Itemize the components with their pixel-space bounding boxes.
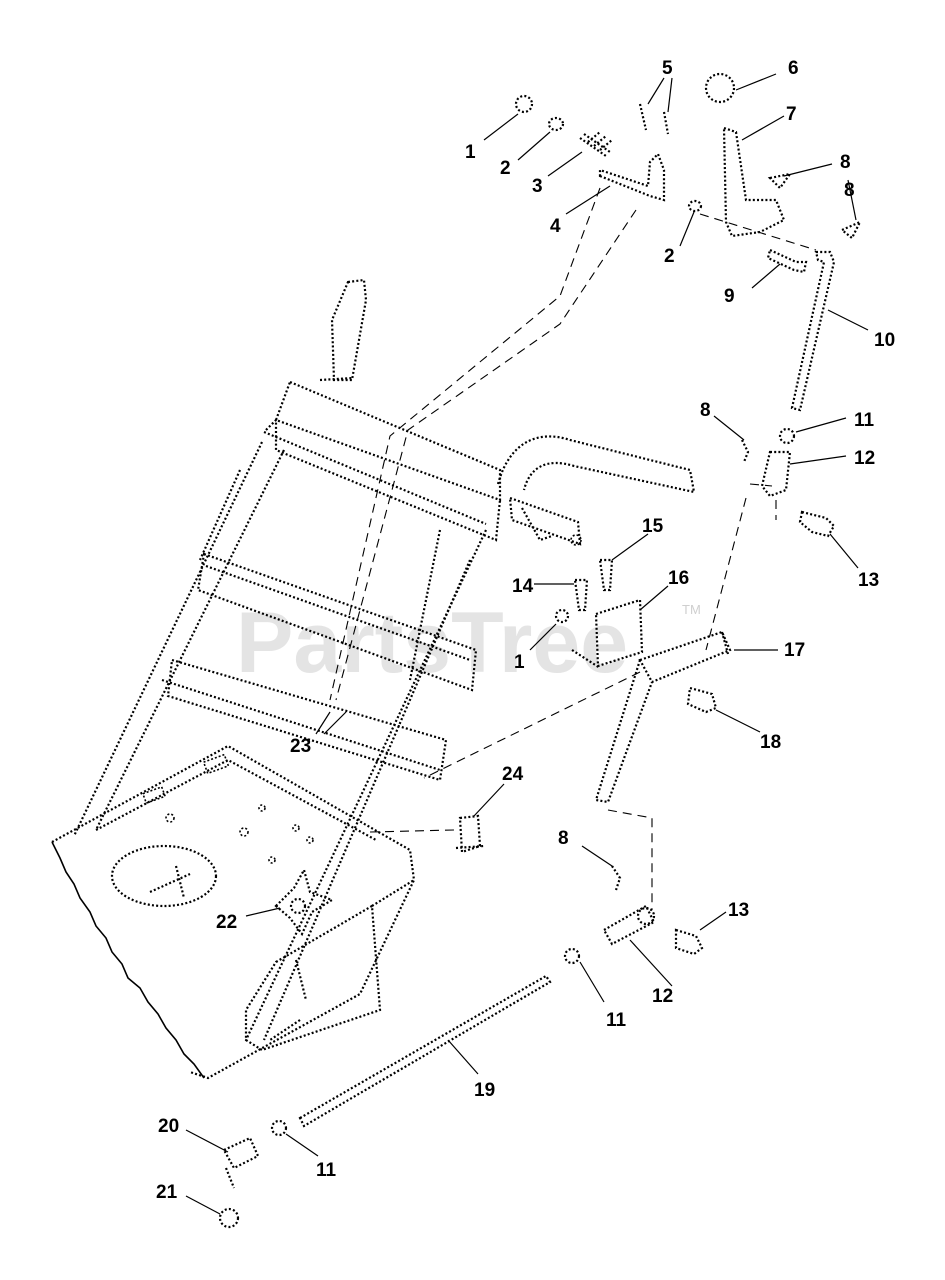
callout-label: 8 — [558, 828, 569, 849]
callout-label: 22 — [216, 912, 237, 933]
watermark-text: PartsTree — [236, 595, 628, 691]
callout-label: 12 — [652, 986, 673, 1007]
callout-label: 23 — [290, 736, 311, 757]
callout-label: 11 — [854, 410, 875, 431]
callout-label: 3 — [532, 176, 543, 197]
upper-control-parts — [514, 72, 863, 538]
callout-label: 5 — [662, 58, 673, 79]
callout-label: 10 — [874, 330, 895, 351]
callout-label: 2 — [500, 158, 511, 179]
callout-label: 12 — [854, 448, 875, 469]
callout-label: 7 — [786, 104, 797, 125]
callout-label: 24 — [502, 764, 524, 785]
callout-label: 6 — [788, 58, 799, 79]
callout-label: 8 — [700, 400, 711, 421]
frame-assembly — [51, 278, 696, 1080]
callout-label: 2 — [664, 246, 675, 267]
callout-label: 19 — [474, 1080, 495, 1101]
callout-label: 8 — [844, 180, 855, 201]
callout-label: 13 — [728, 900, 749, 921]
callout-label: 11 — [316, 1160, 337, 1181]
callout-label: 18 — [760, 732, 781, 753]
callout-label: 20 — [158, 1116, 179, 1137]
callout-label: 9 — [724, 286, 735, 307]
callout-label: 14 — [512, 576, 534, 597]
callout-label: 16 — [668, 568, 689, 589]
callout-label: 1 — [514, 652, 525, 673]
assembly-lines — [329, 187, 817, 910]
callout-label: 8 — [840, 152, 851, 173]
callouts: 1 2 3 4 5 6 7 8 8 2 9 10 8 11 12 13 15 1… — [156, 58, 895, 1203]
mid-bracket-parts — [554, 558, 732, 804]
callout-label: 13 — [858, 570, 879, 591]
callout-label: 15 — [642, 516, 664, 537]
callout-label: 1 — [465, 142, 476, 163]
lower-linkage-parts — [218, 814, 704, 1229]
callout-label: 4 — [550, 216, 561, 237]
watermark-trademark: TM — [682, 602, 701, 617]
callout-label: 17 — [784, 640, 805, 661]
callout-label: 21 — [156, 1182, 178, 1203]
leader-lines — [185, 73, 869, 1215]
watermark: PartsTree TM — [236, 595, 701, 691]
callout-label: 11 — [606, 1010, 627, 1031]
